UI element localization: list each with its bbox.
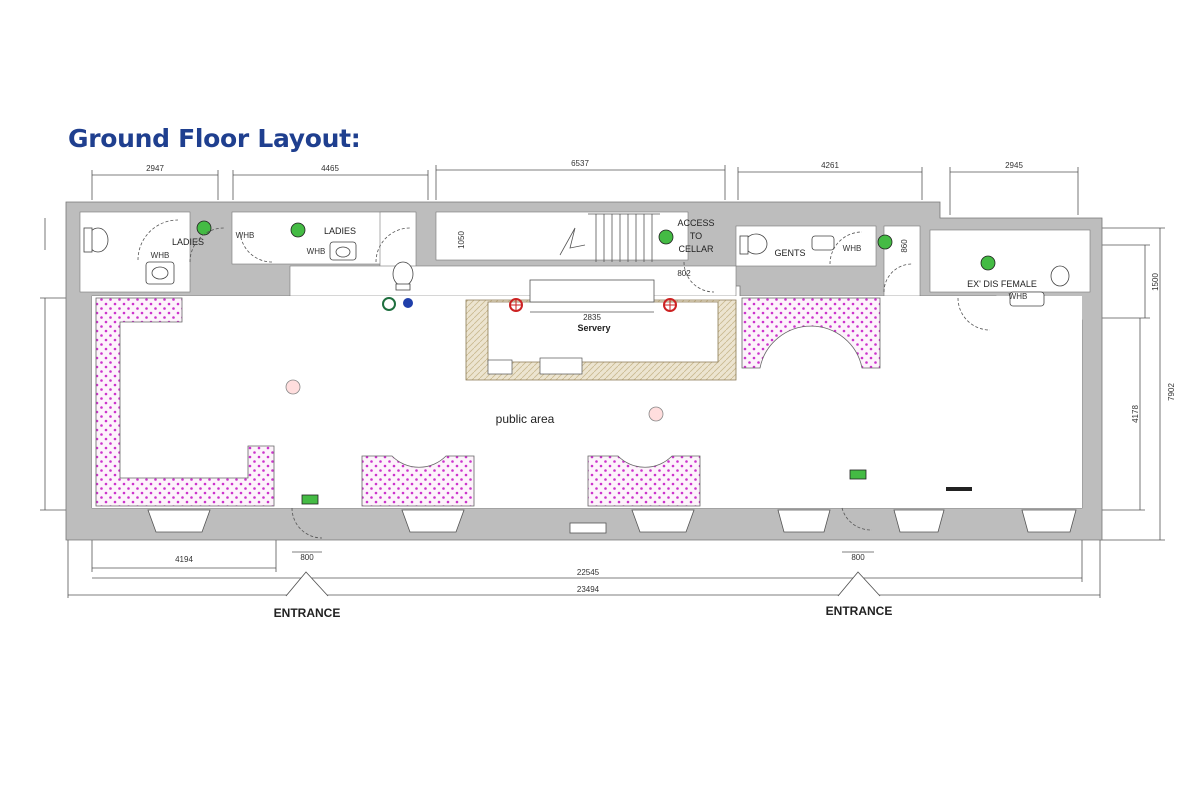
entrance-label: ENTRANCE <box>826 604 893 618</box>
seating-areas <box>95 297 881 507</box>
dim-top-3: 6537 <box>571 159 589 168</box>
dimension-marker <box>946 487 972 491</box>
dim-bottom-bar: 4194 <box>175 555 193 564</box>
semicircle-booth <box>741 297 881 369</box>
dim-stair: 1050 <box>457 231 466 249</box>
whb-label: WHB <box>1009 292 1028 301</box>
room-label-ladies-2: LADIES <box>324 226 356 236</box>
dim-servery: 2835 <box>583 313 601 322</box>
door-swings <box>137 219 991 539</box>
dim-inner-width: 22545 <box>577 568 600 577</box>
rear-corridor <box>289 265 737 297</box>
public-area-label: public area <box>496 412 555 426</box>
fire-extinguisher-icon <box>509 298 523 312</box>
dim-gents-door: 860 <box>900 239 909 253</box>
top-dimension-lines <box>91 165 1079 215</box>
room-label-ex-dis-female: EX' DIS FEMALE <box>967 279 1037 289</box>
whb-label: WHB <box>843 244 862 253</box>
room-label-gents: GENTS <box>774 248 805 258</box>
bottom-dimension-lines <box>67 540 1101 598</box>
servery <box>465 279 737 381</box>
dim-outer-width: 23494 <box>577 585 600 594</box>
dim-right-upper: 1500 <box>1151 273 1160 291</box>
dim-top-2: 4465 <box>321 164 339 173</box>
banquette-seating <box>95 297 275 507</box>
stairs <box>559 213 660 262</box>
dim-door-1: 800 <box>300 553 314 562</box>
emergency-sign-icon <box>196 220 996 505</box>
fire-blanket-icon <box>382 297 396 311</box>
semicircle-booth <box>361 455 475 507</box>
dim-top-1: 2947 <box>146 164 164 173</box>
entrance-arrow-icon <box>285 571 881 597</box>
column-marker-icon <box>285 379 664 422</box>
room-label-ladies-1: LADIES <box>172 237 204 247</box>
fire-extinguisher-icon <box>663 298 677 312</box>
whb-label: WHB <box>236 231 255 240</box>
windows <box>147 509 1077 534</box>
cellar-label-line-1: ACCESS <box>677 218 714 228</box>
entrance-label: ENTRANCE <box>274 606 341 620</box>
dim-right-total: 7902 <box>1167 383 1176 401</box>
page-title: Ground Floor Layout: <box>68 124 361 153</box>
whb-label: WHB <box>151 251 170 260</box>
dim-top-4: 4261 <box>821 161 839 170</box>
dim-door-2: 800 <box>851 553 865 562</box>
cellar-label-line-2: TO <box>690 231 702 241</box>
semicircle-booth <box>587 455 701 507</box>
whb-label: WHB <box>307 247 326 256</box>
sanitary-fixtures <box>83 227 1070 307</box>
cellar-label-line-3: CELLAR <box>678 244 714 254</box>
dim-right-lower: 4178 <box>1131 405 1140 423</box>
dim-cellar-door: 802 <box>677 269 691 278</box>
call-point-icon <box>403 298 413 308</box>
servery-label: Servery <box>577 323 610 333</box>
dim-top-5: 2945 <box>1005 161 1023 170</box>
